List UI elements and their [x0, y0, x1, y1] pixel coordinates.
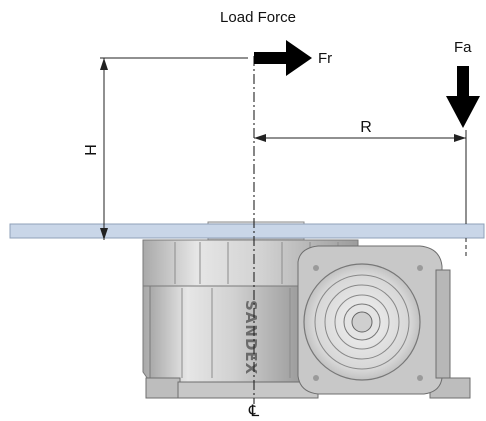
- axial-force-label: Fa: [454, 39, 472, 56]
- diagram-title: Load Force: [220, 9, 296, 26]
- table-plate: [9, 223, 485, 239]
- arrow-down-icon: [446, 66, 480, 128]
- radial-force-label: Fr: [318, 50, 332, 67]
- arrow-right-icon: [254, 40, 312, 76]
- radius-label: R: [360, 119, 372, 136]
- indexer-housing: SANDEX: [142, 221, 471, 399]
- height-label: H: [83, 144, 100, 156]
- height-dimension: H: [83, 57, 248, 240]
- radius-dimension: R: [254, 119, 467, 256]
- brand-label: SANDEX: [242, 300, 260, 375]
- centerline-symbol: ℄: [248, 401, 260, 420]
